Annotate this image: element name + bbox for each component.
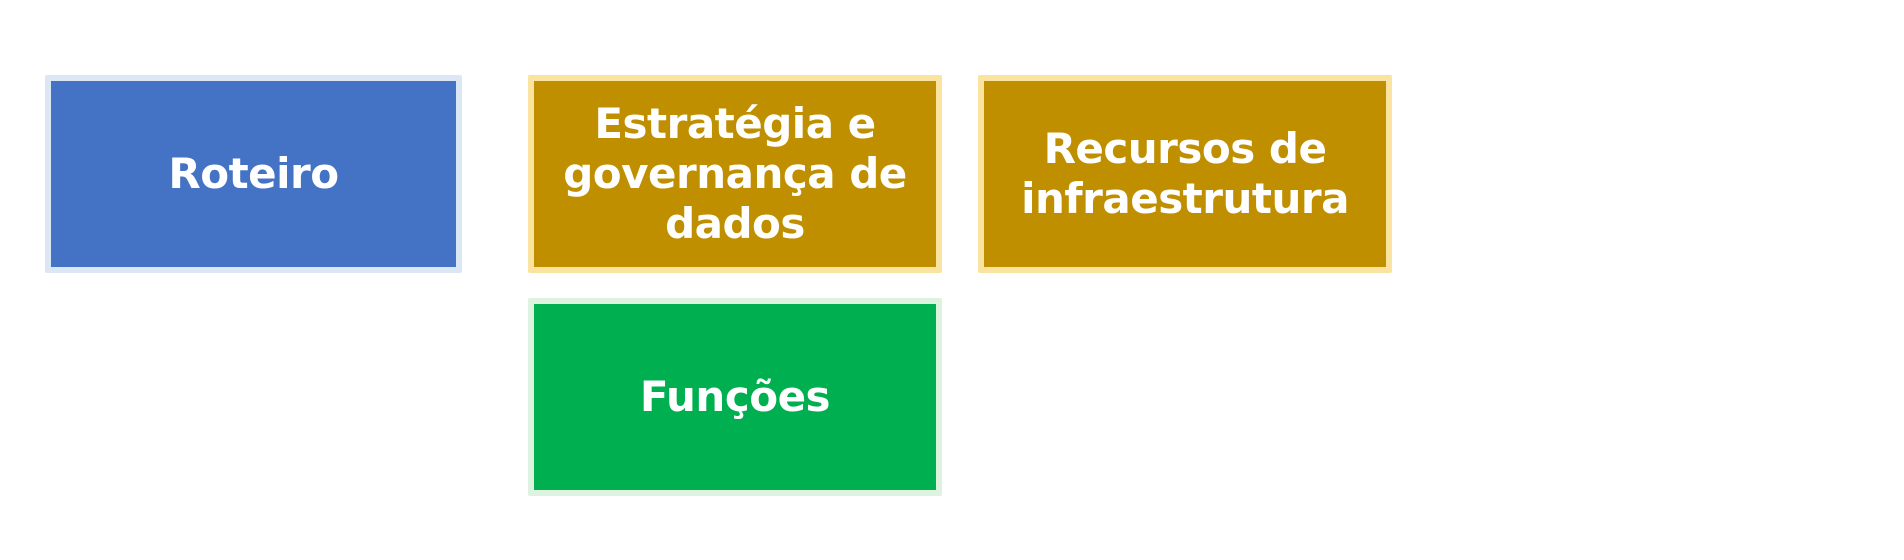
node-funcoes: Funções xyxy=(528,298,942,496)
node-label: Roteiro xyxy=(168,149,339,198)
node-label: Estratégia e governança de dados xyxy=(563,99,907,248)
node-recursos-infraestrutura: Recursos de infraestrutura xyxy=(978,75,1392,273)
node-roteiro: Roteiro xyxy=(45,75,462,273)
node-label: Recursos de infraestrutura xyxy=(1021,124,1349,223)
node-label: Funções xyxy=(639,372,831,421)
node-estrategia-governanca-dados: Estratégia e governança de dados xyxy=(528,75,942,273)
